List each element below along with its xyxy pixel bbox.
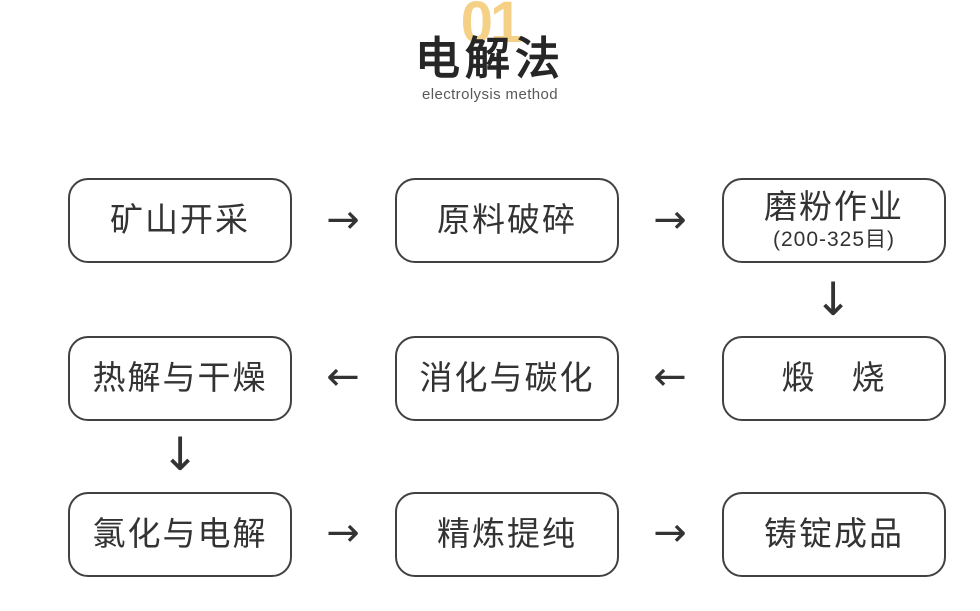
- flow-step-chlorination-electrolysis: 氯化与电解: [68, 492, 292, 577]
- flow-step-calcination: 煅 烧: [722, 336, 946, 421]
- flow-step-label: 热解与干燥: [92, 359, 268, 397]
- arrow-left-icon: ←: [326, 354, 360, 400]
- page-title: 电解法: [414, 33, 565, 84]
- section-header: 01 电解法 electrolysis method: [0, 0, 980, 130]
- section-number: 01: [460, 0, 522, 55]
- flow-step-label: 精炼提纯: [437, 515, 577, 553]
- arrow-right-icon: →: [326, 510, 360, 556]
- flow-step-digestion-carbonization: 消化与碳化: [395, 336, 619, 421]
- flow-step-label: 铸锭成品: [764, 515, 904, 553]
- arrow-right-icon: →: [653, 510, 687, 556]
- flow-step-crushing: 原料破碎: [395, 178, 619, 263]
- flow-step-label: 磨粉作业: [764, 188, 904, 226]
- arrow-down-icon: ↓: [160, 427, 200, 481]
- flow-step-mining: 矿山开采: [68, 178, 292, 263]
- flow-step-pyrolysis-drying: 热解与干燥: [68, 336, 292, 421]
- arrow-left-icon: ←: [653, 354, 687, 400]
- arrow-right-icon: →: [326, 197, 360, 243]
- flow-step-label: 原料破碎: [437, 201, 577, 239]
- flow-step-refining: 精炼提纯: [395, 492, 619, 577]
- flow-step-label: 矿山开采: [110, 201, 250, 239]
- flow-step-milling: 磨粉作业 (200-325目): [722, 178, 946, 263]
- arrow-right-icon: →: [653, 197, 687, 243]
- arrow-down-icon: ↓: [813, 272, 853, 326]
- page-subtitle: electrolysis method: [422, 86, 558, 103]
- flow-step-label: 氯化与电解: [92, 515, 268, 553]
- flow-step-label: 煅 烧: [781, 359, 887, 397]
- flow-step-ingot-casting: 铸锭成品: [722, 492, 946, 577]
- flow-step-label: 消化与碳化: [419, 359, 595, 397]
- flow-step-sublabel: (200-325目): [772, 227, 896, 251]
